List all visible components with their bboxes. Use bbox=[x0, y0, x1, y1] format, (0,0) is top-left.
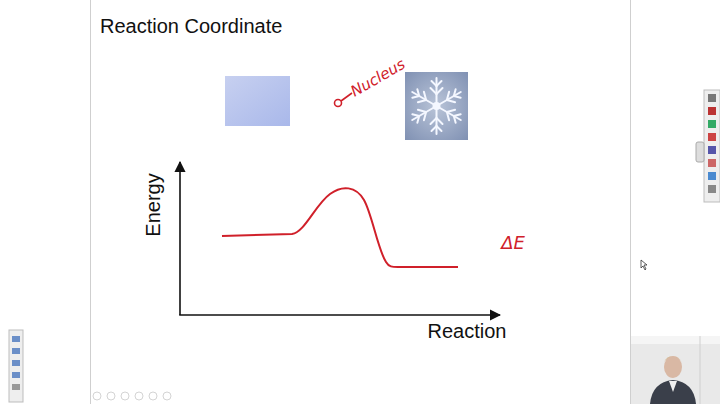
delta-note: ΔE bbox=[501, 233, 525, 253]
slide-controls bbox=[93, 392, 171, 400]
mouse-cursor bbox=[641, 260, 647, 270]
liquid-image bbox=[225, 76, 290, 126]
energy-axis bbox=[179, 162, 181, 315]
toolbar-right bbox=[696, 90, 720, 202]
slide-border bbox=[630, 0, 631, 404]
energy-curve bbox=[222, 188, 458, 267]
toolbar-left bbox=[9, 330, 23, 402]
presenter-video bbox=[631, 336, 720, 404]
slide-title: Reaction Coordinate bbox=[100, 15, 282, 37]
nucleus-mark bbox=[335, 93, 353, 107]
slide-border bbox=[90, 0, 91, 404]
axis-label: Energy bbox=[142, 173, 164, 236]
axis-label: Reaction bbox=[428, 320, 507, 342]
nucleus-note: Nucleus bbox=[348, 56, 408, 100]
reaction-axis bbox=[179, 314, 500, 316]
snowflake-image bbox=[405, 72, 468, 140]
